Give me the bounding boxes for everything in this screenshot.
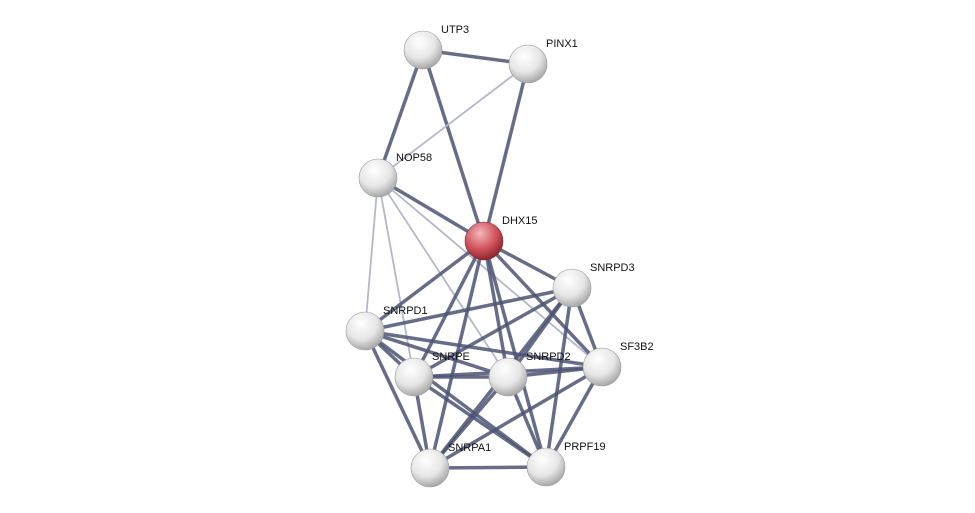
edge-sf3b2-snrpa1[interactable] <box>429 365 603 470</box>
edge-dhx15-snrpe[interactable] <box>412 240 486 378</box>
node-label: PRPF19 <box>564 441 606 453</box>
edge-snrpd3-prpf19[interactable] <box>544 287 574 468</box>
node-sphere[interactable] <box>358 158 398 198</box>
node-label: PINX1 <box>546 38 578 50</box>
node-sphere[interactable] <box>526 447 566 487</box>
node-pinx1[interactable]: PINX1 <box>508 38 578 84</box>
edge-snrpd1-snrpd3[interactable] <box>364 286 573 333</box>
node-prpf19[interactable]: PRPF19 <box>526 441 606 487</box>
node-snrpd2[interactable]: SNRPD2 <box>488 351 571 397</box>
node-label: SNRPD3 <box>590 262 635 274</box>
edge-snrpe-prpf19[interactable] <box>413 375 547 469</box>
edge-snrpa1-prpf19[interactable] <box>429 465 547 470</box>
edge-pinx1-nop58[interactable] <box>377 63 529 179</box>
node-sphere[interactable] <box>488 357 528 397</box>
node-label: SNRPD1 <box>383 305 428 317</box>
edge-snrpd1-snrpd2[interactable] <box>364 329 509 379</box>
node-label: SNRPE <box>432 351 470 363</box>
node-dhx15[interactable]: DHX15 <box>464 215 537 261</box>
node-snrpa1[interactable]: SNRPA1 <box>410 442 491 488</box>
edge-utp3-nop58[interactable] <box>376 49 425 179</box>
edge-nop58-snrpd1[interactable] <box>364 177 379 332</box>
node-snrpe[interactable]: SNRPE <box>394 351 470 397</box>
node-label: SNRPD2 <box>526 351 571 363</box>
node-sphere[interactable] <box>552 268 592 308</box>
edge-dhx15-snrpd2[interactable] <box>482 240 510 378</box>
node-sphere[interactable] <box>394 357 434 397</box>
node-sphere[interactable] <box>464 221 504 261</box>
edge-nop58-dhx15[interactable] <box>377 176 485 243</box>
node-utp3[interactable]: UTP3 <box>403 24 469 70</box>
edge-snrpd1-snrpa1[interactable] <box>363 330 432 469</box>
edge-snrpe-snrpd3[interactable] <box>413 286 573 379</box>
nodes: UTP3PINX1NOP58DHX15SNRPD3SNRPD1SF3B2SNRP… <box>345 24 654 488</box>
edges <box>363 48 604 470</box>
node-label: SF3B2 <box>620 341 654 353</box>
edge-dhx15-snrpd1[interactable] <box>363 239 486 333</box>
node-sphere[interactable] <box>508 44 548 84</box>
node-snrpd1[interactable]: SNRPD1 <box>345 305 428 351</box>
node-label: SNRPA1 <box>448 442 491 454</box>
node-label: DHX15 <box>502 215 537 227</box>
node-sphere[interactable] <box>582 347 622 387</box>
edge-pinx1-dhx15[interactable] <box>482 63 530 242</box>
node-label: UTP3 <box>441 24 469 36</box>
node-sphere[interactable] <box>410 448 450 488</box>
node-label: NOP58 <box>396 152 432 164</box>
node-snrpd3[interactable]: SNRPD3 <box>552 262 635 308</box>
edge-nop58-snrpd2[interactable] <box>377 177 509 378</box>
node-sphere[interactable] <box>345 311 385 351</box>
node-sphere[interactable] <box>403 30 443 70</box>
edge-utp3-dhx15[interactable] <box>421 49 486 242</box>
node-sf3b2[interactable]: SF3B2 <box>582 341 654 387</box>
node-nop58[interactable]: NOP58 <box>358 152 432 198</box>
